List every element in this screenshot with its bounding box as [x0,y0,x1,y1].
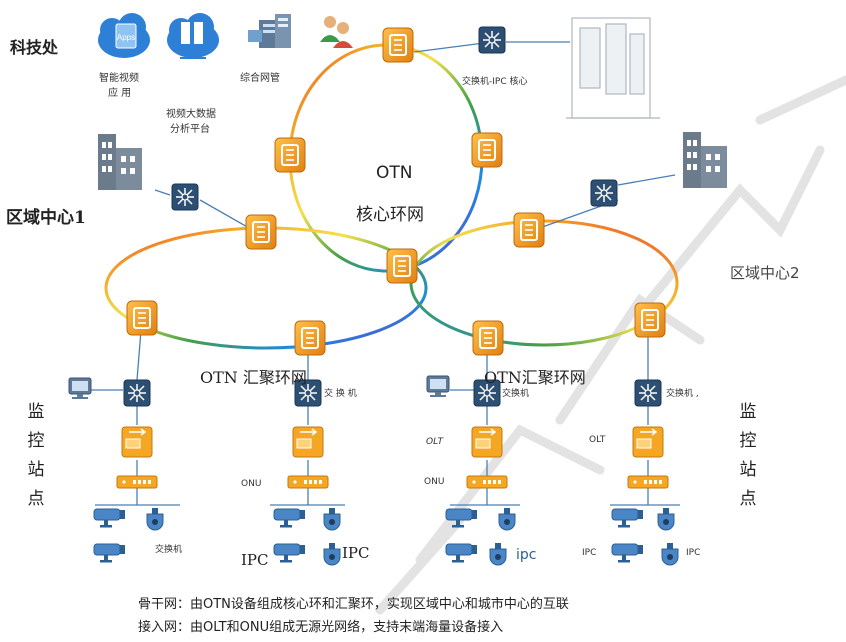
label-monitor-site-right: 监控站点 [739,402,757,509]
caption-backbone: 骨干网：由OTN设备组成核心环和汇聚环，实现区域中心和城市中心的互联 [138,597,569,612]
label-smart-video-2: 应 用 [108,88,132,99]
region1-switch-icon [171,183,199,211]
label-olt-2: OLT [589,435,606,445]
otn-node-agg-right-right [634,302,666,338]
onu-device-icon-2 [287,475,329,489]
label-bottom-switch: 交换机 [155,545,183,555]
label-otn-agg-left: OTN 汇聚环网 [200,368,307,387]
label-video-bigdata-1: 视频大数据 [166,109,216,120]
label-switch-3: 交换机 , [666,389,699,399]
otn-node-agg-right-left [472,320,504,356]
users-icon [320,16,353,48]
otn-node-agg-left-top [245,214,277,250]
label-integrated-nms: 综合网管 [240,73,280,84]
label-ipc-4: IPC [582,548,597,558]
label-region-center-1: 区域中心1 [6,208,86,228]
otn-node-agg-right-top [513,212,545,248]
otn-node-core-top [382,27,414,63]
label-ipc-3: ipc [516,547,537,563]
label-switch-1: 交 换 机 [324,389,357,399]
label-ipc-5: IPC [686,548,701,558]
otn-node-core-left [274,137,306,173]
otn-node-core-right [471,132,503,168]
label-otn-core-2: 核心环网 [356,205,424,225]
otn-node-agg-left-right [294,320,326,356]
camera-group-2 [273,507,341,566]
camera-group-3 [445,507,516,566]
label-region-center-2: 区域中心2 [730,264,800,282]
olt-device-icon-4 [632,426,664,458]
onu-device-icon-3 [466,475,508,489]
label-ipc-1: IPC [241,551,269,569]
city-center-building-icon [566,17,660,119]
label-onu-1: ONU [241,479,262,489]
label-otn-agg-right: OTN汇聚环网 [484,368,586,387]
onu-device-icon-1 [116,475,158,489]
label-monitor-site-left: 监控站点 [27,402,45,509]
label-olt-1: OLT [426,437,443,447]
monitor-icon-left [68,377,92,400]
camera-group-1 [93,507,164,563]
label-keji-chu: 科技处 [10,38,59,57]
label-switch-ipc-core: 交换机-IPC 核心 [462,77,528,87]
region1-building-icon [98,134,142,190]
region2-building-icon [683,132,727,188]
data-cloud-icon [167,13,219,59]
label-video-bigdata-2: 分析平台 [170,124,210,135]
site-switch-icon-4 [634,379,662,407]
otn-node-agg-left-bottom [126,300,158,336]
onu-device-icon-4 [627,475,669,489]
site-switch-icon-1 [123,379,151,407]
label-otn-core-1: OTN [376,163,413,183]
olt-device-icon-2 [292,426,324,458]
olt-device-icon-3 [471,426,503,458]
caption-access: 接入网：由OLT和ONU组成无源光网络，支持末端海量设备接入 [138,620,504,635]
watermark [375,75,846,615]
core-switch-icon [478,26,506,54]
region2-switch-icon [590,179,618,207]
camera-group-4 [611,507,679,566]
label-onu-2: ONU [424,477,445,487]
label-switch-2: 交换机 [502,389,530,399]
label-smart-video-1: 智能视频 [99,73,139,84]
otn-node-core-hub [386,248,418,284]
apps-cloud-icon: Apps [98,13,150,58]
server-management-icon [248,14,291,48]
monitor-icon-right [426,375,450,398]
label-ipc-2: IPC [342,544,370,562]
svg-text:Apps: Apps [117,33,135,42]
olt-device-icon-1 [121,426,153,458]
